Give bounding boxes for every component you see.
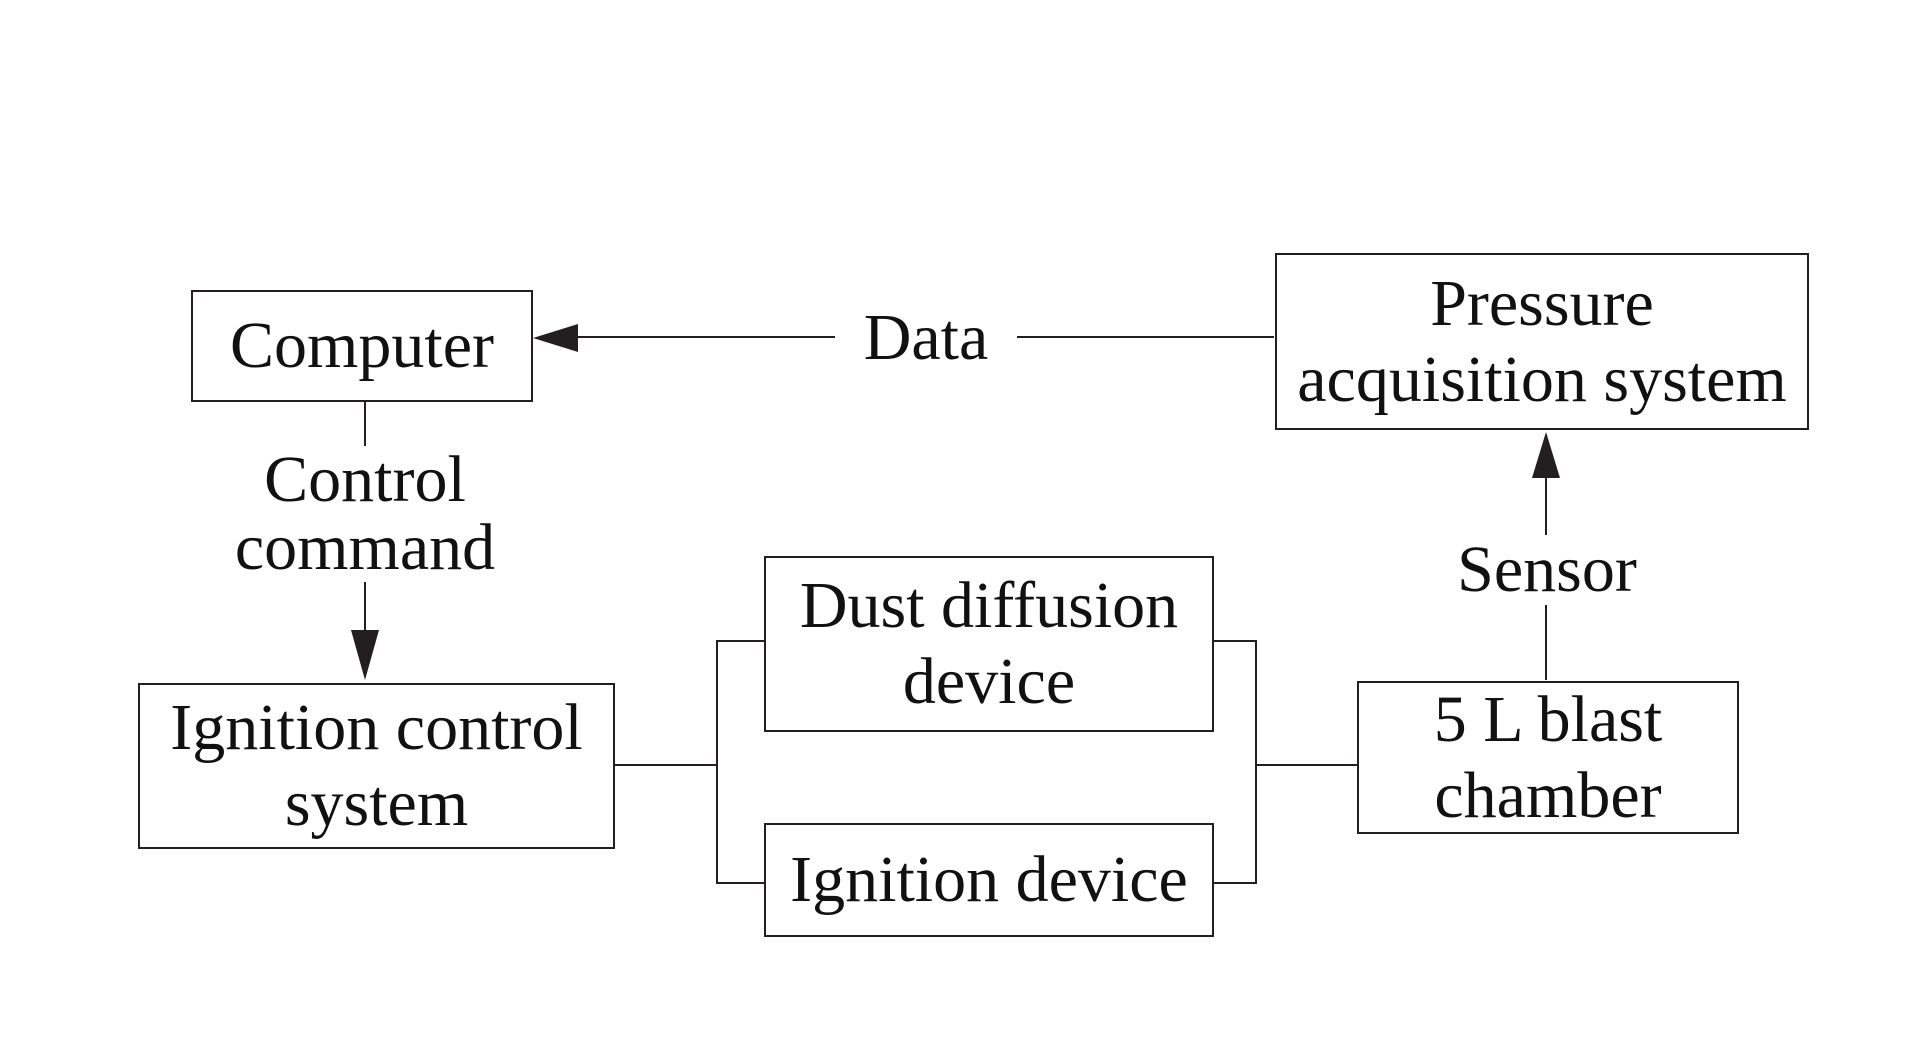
arrowhead-to-pressure-acquisition <box>1532 432 1560 478</box>
blast-chamber-box: 5 L blast chamber <box>1357 681 1739 834</box>
right-bracket-vertical <box>1255 640 1257 884</box>
blast-chamber-label-line2: chamber <box>1434 758 1662 832</box>
right-bracket-to-chamber <box>1255 764 1357 766</box>
data-edge-label: Data <box>835 304 1017 372</box>
pressure-acquisition-label-line1: Pressure <box>1430 266 1654 340</box>
control-connector-top <box>364 400 366 455</box>
sensor-edge-label: Sensor <box>1436 536 1658 604</box>
left-bracket-to-ignition <box>716 882 764 884</box>
ignition-control-label-line1: Ignition control <box>170 691 583 764</box>
control-command-label-line1: Control <box>200 446 530 514</box>
pressure-acquisition-box: Pressure acquisition system <box>1275 253 1809 430</box>
ignition-control-box: Ignition control system <box>138 683 615 849</box>
blast-chamber-label-line1: 5 L blast <box>1433 682 1663 756</box>
dust-diffusion-label-line1: Dust diffusion <box>799 569 1179 642</box>
ignition-device-label: Ignition device <box>790 843 1188 916</box>
arrowhead-to-ignition-control <box>351 630 379 680</box>
ignition-device-box: Ignition device <box>764 823 1214 937</box>
left-bracket-to-dust <box>716 640 764 642</box>
right-bracket-from-ignition <box>1212 882 1256 884</box>
dust-diffusion-box: Dust diffusion device <box>764 556 1214 732</box>
sensor-connector-bottom <box>1545 605 1547 680</box>
left-bracket-vertical <box>716 640 718 884</box>
computer-box: Computer <box>191 290 533 402</box>
control-connector-bottom <box>364 580 366 630</box>
right-bracket-from-dust <box>1212 640 1256 642</box>
data-connector-left <box>565 336 835 338</box>
control-command-label-line2: command <box>200 514 530 582</box>
dust-diffusion-label-line2: device <box>902 645 1076 718</box>
data-connector-right <box>1017 336 1274 338</box>
computer-label: Computer <box>230 309 494 382</box>
arrowhead-to-computer <box>533 324 578 352</box>
ignition-control-label-line2: system <box>284 767 469 840</box>
sensor-connector-top <box>1545 475 1547 535</box>
pressure-acquisition-label-line2: acquisition system <box>1297 342 1787 416</box>
ignition-control-output <box>614 764 716 766</box>
